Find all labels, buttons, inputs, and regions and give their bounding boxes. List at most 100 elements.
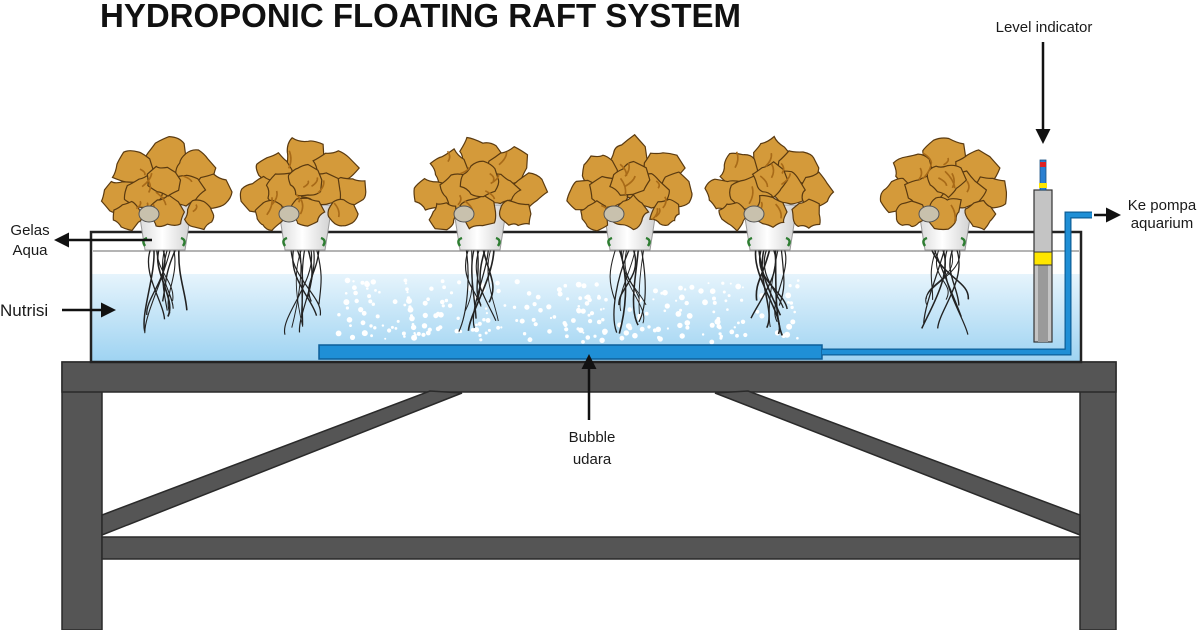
air-bubble <box>581 283 587 289</box>
air-bubble <box>526 291 532 296</box>
air-bubble <box>353 290 358 296</box>
air-bubble <box>354 298 359 304</box>
air-bubble <box>596 319 602 325</box>
air-bubble <box>597 295 601 300</box>
air-bubble <box>599 308 603 311</box>
air-bubble <box>496 288 501 294</box>
air-bubble <box>496 325 500 330</box>
air-bubble <box>527 338 531 342</box>
air-bubble <box>582 331 585 334</box>
air-bubble <box>364 281 370 288</box>
air-bubble <box>538 308 543 313</box>
air-bubble <box>675 311 682 317</box>
air-bubble <box>735 283 742 290</box>
plant-foliage <box>566 133 693 247</box>
air-bubble <box>686 313 693 319</box>
air-bubble <box>593 334 597 338</box>
air-bubble <box>594 282 599 287</box>
air-bubble <box>549 316 553 320</box>
air-bubble <box>344 277 351 284</box>
air-bubble <box>588 319 593 324</box>
air-bubble <box>343 299 350 306</box>
air-bubble <box>352 285 357 291</box>
air-bubble <box>786 323 793 330</box>
air-bubble <box>784 331 791 338</box>
air-bubble <box>625 323 632 329</box>
air-bubble <box>441 304 445 308</box>
air-bubble <box>601 318 605 322</box>
air-bubble <box>581 340 585 344</box>
air-bubble <box>712 300 717 305</box>
air-bubble <box>433 313 439 319</box>
air-bubble <box>603 331 607 335</box>
air-bubble <box>421 323 428 329</box>
plant-roots <box>921 247 970 335</box>
air-bubble <box>409 315 415 322</box>
air-bubble <box>679 333 685 339</box>
air-bubble <box>689 284 695 290</box>
air-bubble <box>485 312 488 315</box>
air-bubble <box>707 282 710 285</box>
air-bubble <box>716 324 722 329</box>
air-bubble <box>698 288 704 294</box>
air-bubble <box>531 317 536 322</box>
air-bubble <box>729 282 732 285</box>
air-bubble <box>378 290 381 294</box>
air-bubble <box>740 319 746 324</box>
air-bubble <box>715 319 721 325</box>
air-bubble <box>589 311 595 316</box>
air-bubble <box>647 325 651 329</box>
air-bubble <box>727 294 731 298</box>
label-arrows <box>54 42 1121 420</box>
air-bubble <box>396 319 400 323</box>
plant-roots <box>143 247 188 334</box>
air-bubble <box>740 298 744 302</box>
air-bubble <box>619 335 625 341</box>
air-bubble <box>533 322 538 327</box>
air-bubbles <box>335 277 800 345</box>
plant <box>239 137 367 335</box>
air-bubble <box>632 332 638 339</box>
air-bubble <box>422 312 428 318</box>
air-bubble <box>444 298 449 303</box>
air-bubble <box>623 330 629 336</box>
air-bubble <box>438 312 444 318</box>
plant-foliage <box>100 135 233 247</box>
air-bubble <box>662 289 668 296</box>
nutrisi-label: Nutrisi <box>0 301 48 320</box>
ke-pompa-label-line2: aquarium <box>1131 215 1194 232</box>
air-bubble <box>422 300 428 306</box>
plant <box>413 136 549 332</box>
air-bubble <box>470 328 475 332</box>
plant <box>100 135 233 334</box>
air-bubble <box>604 297 608 302</box>
air-bubble <box>652 298 655 301</box>
air-bubble <box>552 315 557 319</box>
air-bubble <box>729 329 735 335</box>
air-bubble <box>426 297 430 302</box>
air-bubble <box>685 325 690 330</box>
air-bubble <box>563 322 568 327</box>
air-bubble <box>352 280 355 283</box>
air-bubble <box>712 296 716 301</box>
air-bubble <box>644 311 649 316</box>
air-bubble <box>346 317 353 323</box>
air-bubble <box>387 328 392 333</box>
air-bubble <box>627 307 632 312</box>
air-bubble <box>565 334 569 339</box>
plant <box>566 133 693 334</box>
air-bubble <box>709 339 715 345</box>
air-bubble <box>344 292 348 295</box>
air-bubble <box>421 333 425 337</box>
air-bubble <box>478 333 482 337</box>
air-bubble <box>484 307 488 310</box>
air-bubble <box>722 290 726 294</box>
air-bubble <box>457 280 462 285</box>
air-bubble <box>485 318 491 323</box>
air-bubble <box>390 325 394 329</box>
air-bubble <box>557 291 563 297</box>
air-bubble <box>663 309 667 313</box>
air-bubble <box>789 301 794 305</box>
air-bubble <box>737 321 740 325</box>
